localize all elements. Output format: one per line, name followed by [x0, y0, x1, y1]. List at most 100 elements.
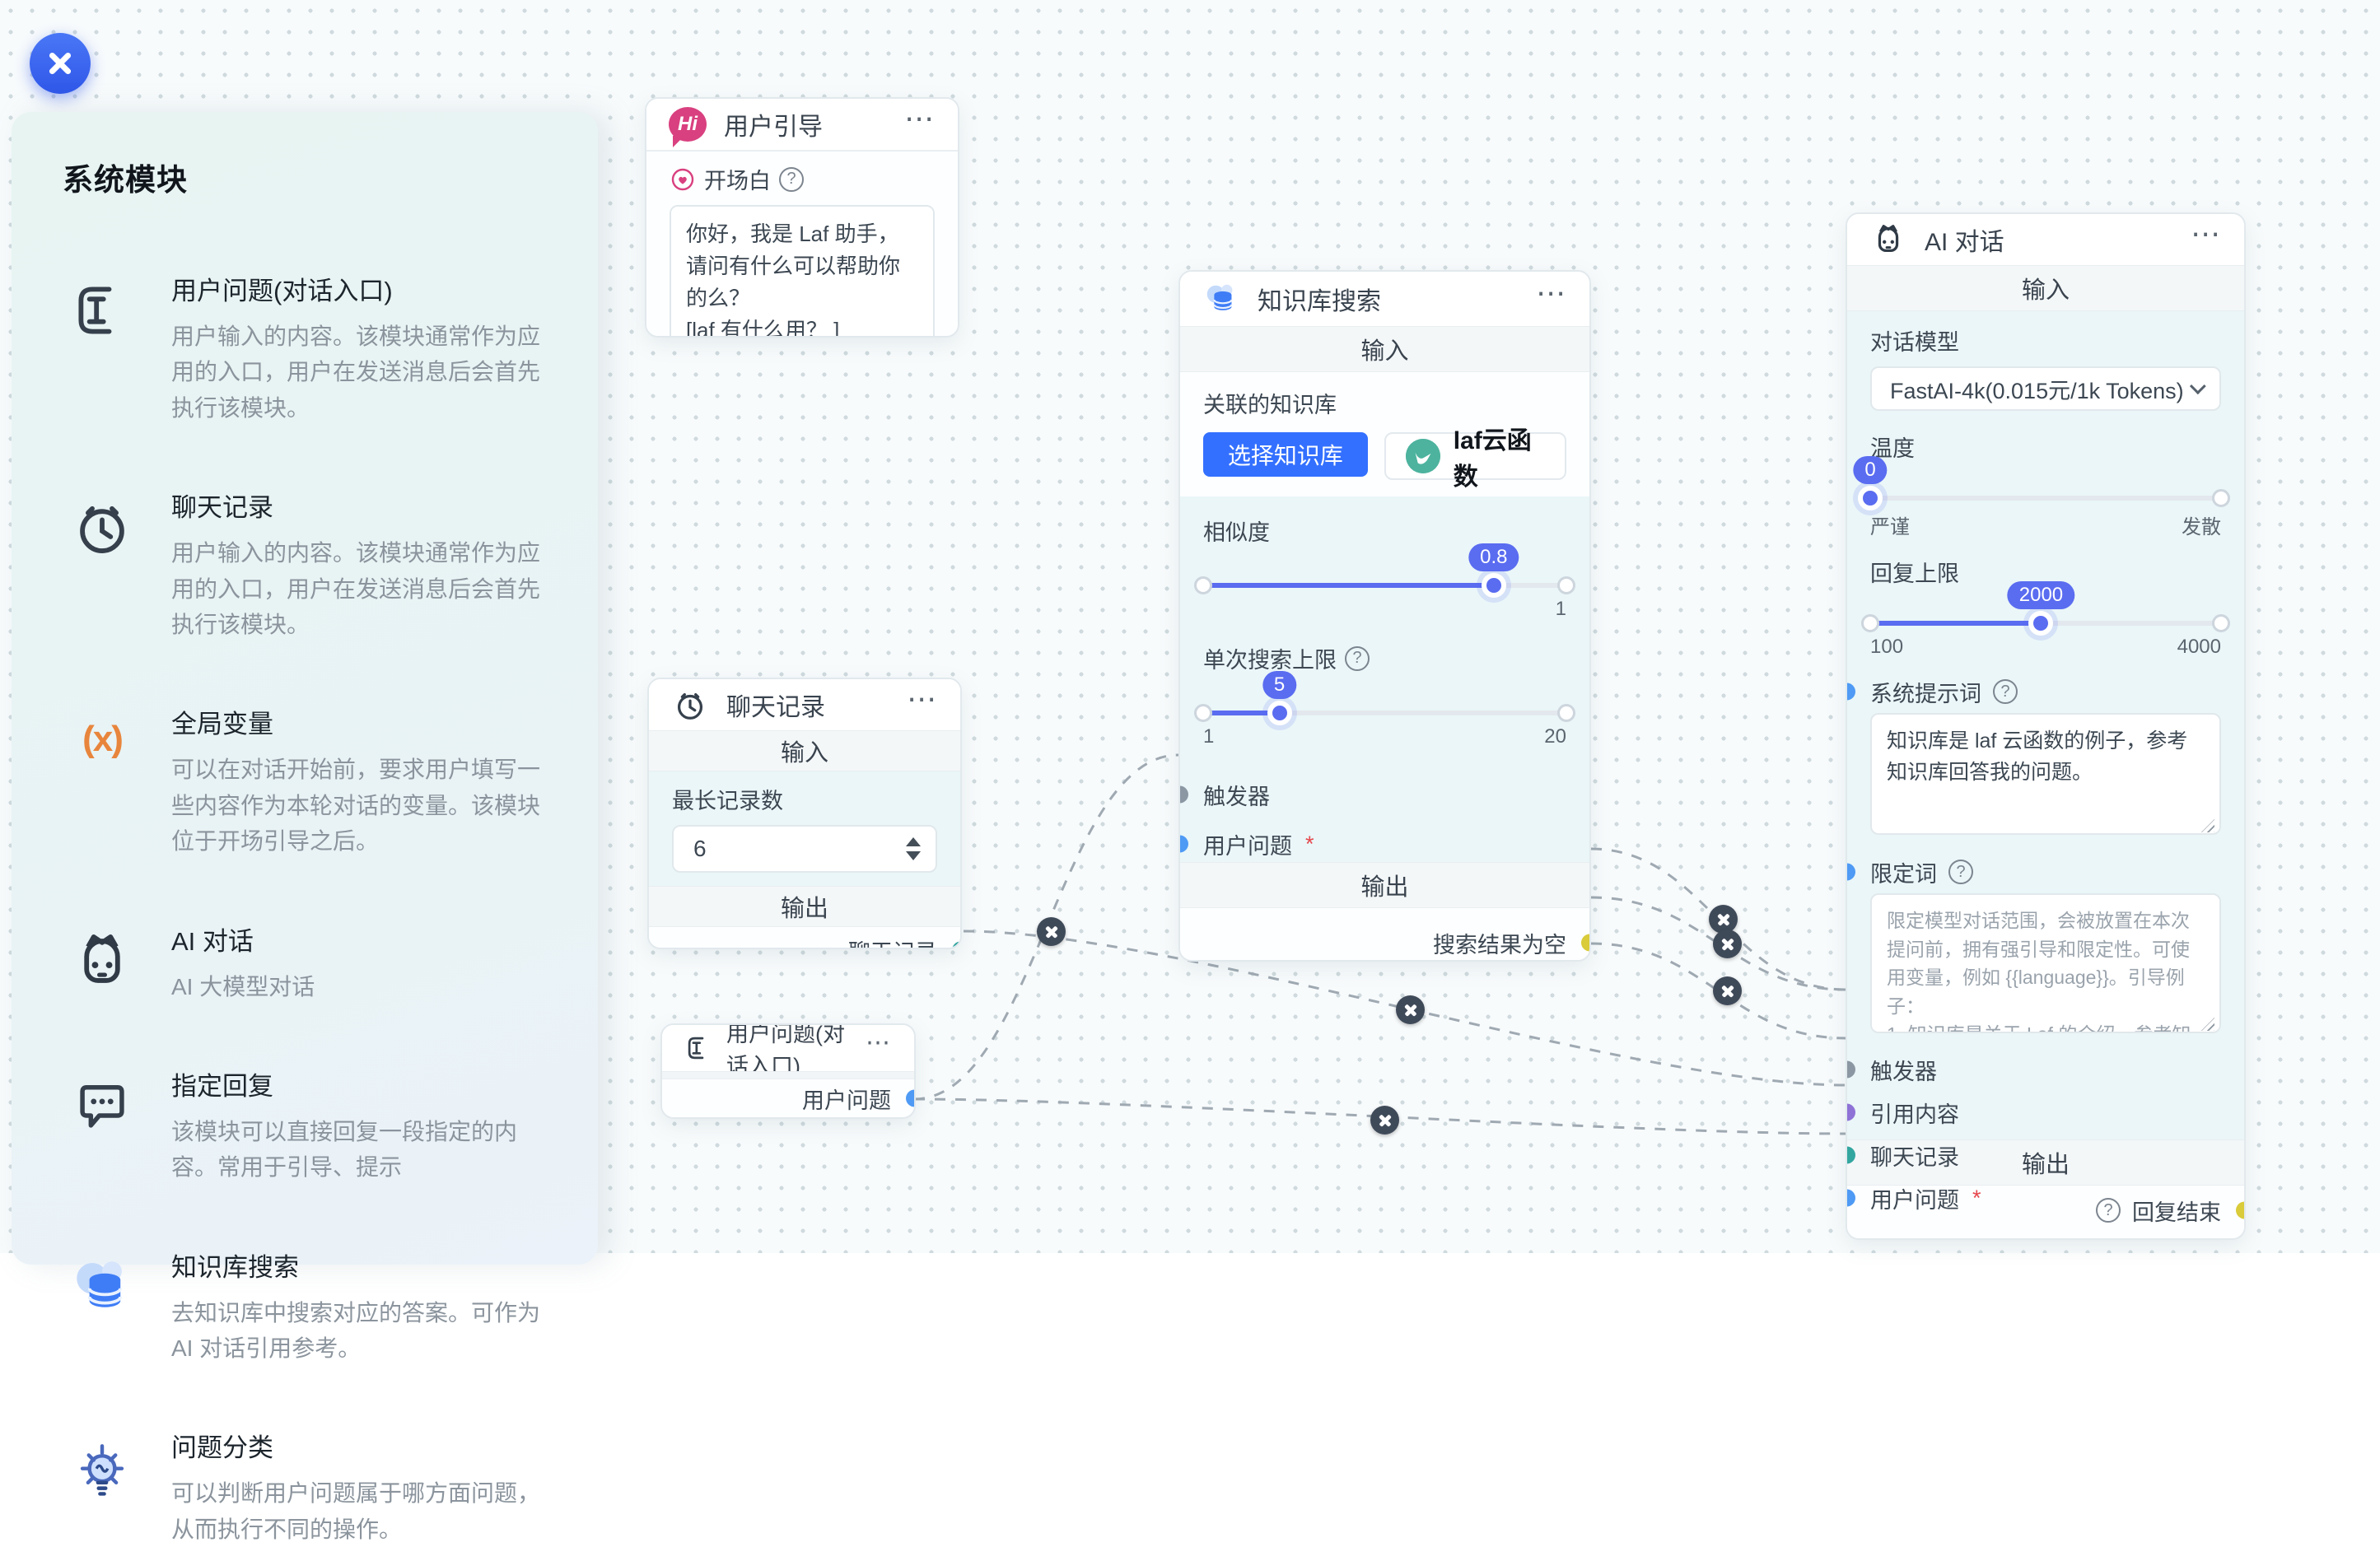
- max-records-input[interactable]: 6: [672, 825, 937, 873]
- text-cursor-icon: [684, 1032, 715, 1064]
- module-desc: 用户输入的内容。该模块通常作为应用的入口，用户在发送消息后会首先执行该模块。: [171, 319, 552, 426]
- reply-bubble-icon: [63, 1065, 142, 1186]
- node-header[interactable]: AI 对话 ⋯: [1847, 214, 2244, 265]
- similarity-slider[interactable]: 0.8: [1203, 583, 1566, 588]
- node-header[interactable]: 用户问题(对话入口) ⋯: [662, 1025, 914, 1071]
- max-records-label: 最长记录数: [672, 783, 937, 815]
- limit-word-label: 限定词: [1870, 856, 1937, 888]
- delete-connection-button[interactable]: [1713, 930, 1742, 958]
- help-icon: ?: [1948, 860, 1973, 884]
- question-label: 用户问题: [1203, 828, 1292, 860]
- robot-icon: [63, 920, 142, 1004]
- port-sysprompt-in[interactable]: [1846, 683, 1855, 701]
- sidebar-item-ai-chat[interactable]: AI 对话 AI 大模型对话: [63, 920, 552, 1004]
- flow-canvas[interactable]: 系统模块 用户问题(对话入口) 用户输入的内容。该模块通常作为应用的入口，用户在…: [0, 0, 2380, 1253]
- module-title: 用户问题(对话入口): [171, 270, 552, 307]
- limit-word-textarea[interactable]: [1870, 893, 2221, 1033]
- help-icon: ?: [1345, 646, 1370, 671]
- system-prompt-label: 系统提示词: [1870, 676, 1981, 708]
- node-user-guide: Hi 用户引导 ⋯ 开场白 ? 你好，我是 Laf 助手，请问有什么可以帮助你的…: [645, 97, 959, 338]
- hi-bubble-icon: Hi: [668, 105, 707, 144]
- trigger-label: 触发器: [1203, 779, 1270, 811]
- output-section-bar: 输出: [649, 886, 960, 927]
- module-desc: 该模块可以直接回复一段指定的内容。常用于引导、提示: [171, 1114, 552, 1186]
- sidebar-item-user-question[interactable]: 用户问题(对话入口) 用户输入的内容。该模块通常作为应用的入口，用户在发送消息后…: [63, 270, 552, 426]
- module-desc: AI 大模型对话: [171, 969, 315, 1004]
- node-kb-search: 知识库搜索 ⋯ 输入 关联的知识库 选择知识库 laf云函数 相似度 0.8: [1178, 270, 1591, 962]
- module-title: 全局变量: [171, 703, 552, 740]
- search-limit-label: 单次搜索上限: [1203, 642, 1337, 674]
- close-panel-button[interactable]: [30, 33, 91, 94]
- node-ai-chat: AI 对话 ⋯ 输入 对话模型 FastAI-4k(0.015元/1k Toke…: [1846, 212, 2246, 1240]
- module-desc: 可以在对话开始前，要求用户填写一些内容作为本轮对话的变量。该模块位于开场引导之后…: [171, 752, 552, 859]
- system-prompt-textarea[interactable]: 知识库是 laf 云函数的例子，参考知识库回答我的问题。: [1870, 713, 2221, 835]
- classify-bulb-icon: [63, 1427, 142, 1547]
- port-quote-in[interactable]: [1846, 1104, 1855, 1121]
- search-limit-slider[interactable]: 5: [1203, 711, 1566, 715]
- help-icon: ?: [1993, 679, 2018, 704]
- node-menu-button[interactable]: ⋯: [866, 1037, 893, 1060]
- port-limitword-in[interactable]: [1846, 864, 1855, 881]
- input-section-bar: 输入: [1180, 326, 1589, 372]
- select-kb-button[interactable]: 选择知识库: [1203, 432, 1368, 477]
- welcome-label: 开场白: [704, 163, 771, 195]
- sidebar-title: 系统模块: [63, 155, 552, 199]
- input-section-bar: 输入: [649, 730, 960, 771]
- delete-connection-button[interactable]: [1370, 1106, 1399, 1135]
- model-select[interactable]: FastAI-4k(0.015元/1k Tokens): [1870, 366, 2221, 411]
- delete-connection-button[interactable]: [1037, 917, 1066, 946]
- help-icon: ?: [779, 167, 804, 192]
- node-menu-button[interactable]: ⋯: [2191, 226, 2223, 253]
- sidebar-item-kb-search[interactable]: 知识库搜索 去知识库中搜索对应的答案。可作为 AI 对话引用参考。: [63, 1246, 552, 1367]
- laf-icon: [1406, 439, 1440, 473]
- node-menu-button[interactable]: ⋯: [907, 692, 939, 718]
- welcome-heart-icon: [670, 166, 696, 193]
- model-label: 对话模型: [1870, 324, 2221, 356]
- answer-end-label: 回复结束: [2132, 1195, 2221, 1227]
- module-title: 指定回复: [171, 1065, 552, 1102]
- text-cursor-icon: [63, 270, 142, 426]
- delete-connection-button[interactable]: [1396, 995, 1425, 1024]
- output-section-bar: 输出: [1180, 862, 1589, 908]
- sidebar-item-chat-history[interactable]: 聊天记录 用户输入的内容。该模块通常作为应用的入口，用户在发送消息后会首先执行该…: [63, 487, 552, 642]
- module-title: 聊天记录: [171, 487, 552, 524]
- module-title: AI 对话: [171, 920, 315, 958]
- node-menu-button[interactable]: ⋯: [1536, 286, 1568, 312]
- variable-icon: (x): [63, 703, 142, 859]
- module-desc: 去知识库中搜索对应的答案。可作为 AI 对话引用参考。: [171, 1295, 552, 1367]
- sidebar-item-global-variable[interactable]: (x) 全局变量 可以在对话开始前，要求用户填写一些内容作为本轮对话的变量。该模…: [63, 703, 552, 859]
- port-empty-out[interactable]: [1581, 934, 1591, 952]
- temperature-slider[interactable]: 0: [1870, 496, 2221, 501]
- chevron-down-icon: [2190, 378, 2206, 394]
- help-icon: ?: [2096, 1198, 2121, 1223]
- node-header[interactable]: 知识库搜索 ⋯: [1180, 272, 1589, 326]
- module-desc: 用户输入的内容。该模块通常作为应用的入口，用户在发送消息后会首先执行该模块。: [171, 535, 552, 642]
- reply-limit-slider[interactable]: 2000: [1870, 621, 2221, 626]
- out-empty-label: 搜索结果为空: [1433, 927, 1566, 959]
- port-trigger-in[interactable]: [1846, 1061, 1855, 1079]
- kb-tag-laf[interactable]: laf云函数: [1384, 432, 1566, 480]
- kb-relation-label: 关联的知识库: [1203, 387, 1566, 419]
- port-trigger-in[interactable]: [1178, 786, 1188, 804]
- node-header[interactable]: Hi 用户引导 ⋯: [646, 99, 958, 150]
- input-section-bar: 输入: [1847, 265, 2244, 311]
- node-menu-button[interactable]: ⋯: [904, 111, 936, 137]
- port-question-out[interactable]: [906, 1090, 916, 1107]
- knowledge-base-icon: [63, 1246, 142, 1367]
- welcome-textarea[interactable]: 你好，我是 Laf 助手，请问有什么可以帮助你的么？ [laf 有什么用？ ] …: [670, 205, 935, 338]
- sidebar-item-fixed-reply[interactable]: 指定回复 该模块可以直接回复一段指定的内容。常用于引导、提示: [63, 1065, 552, 1186]
- module-title: 问题分类: [171, 1427, 552, 1464]
- port-question-in[interactable]: [1178, 836, 1188, 853]
- number-stepper[interactable]: [906, 837, 921, 860]
- clock-icon: [63, 487, 142, 642]
- delete-connection-button[interactable]: [1713, 976, 1742, 1005]
- node-header[interactable]: 聊天记录 ⋯: [649, 679, 960, 730]
- module-title: 知识库搜索: [171, 1246, 552, 1284]
- port-history-out[interactable]: [952, 942, 962, 950]
- port-answer-out[interactable]: [2236, 1202, 2246, 1219]
- history-out-label: 聊天记录: [848, 934, 937, 950]
- node-user-question: 用户问题(对话入口) ⋯ 用户问题: [660, 1023, 916, 1119]
- temperature-label: 温度: [1870, 431, 2221, 463]
- module-desc: 可以判断用户问题属于哪方面问题，从而执行不同的操作。: [171, 1475, 552, 1547]
- sidebar-item-question-classify[interactable]: 问题分类 可以判断用户问题属于哪方面问题，从而执行不同的操作。: [63, 1427, 552, 1547]
